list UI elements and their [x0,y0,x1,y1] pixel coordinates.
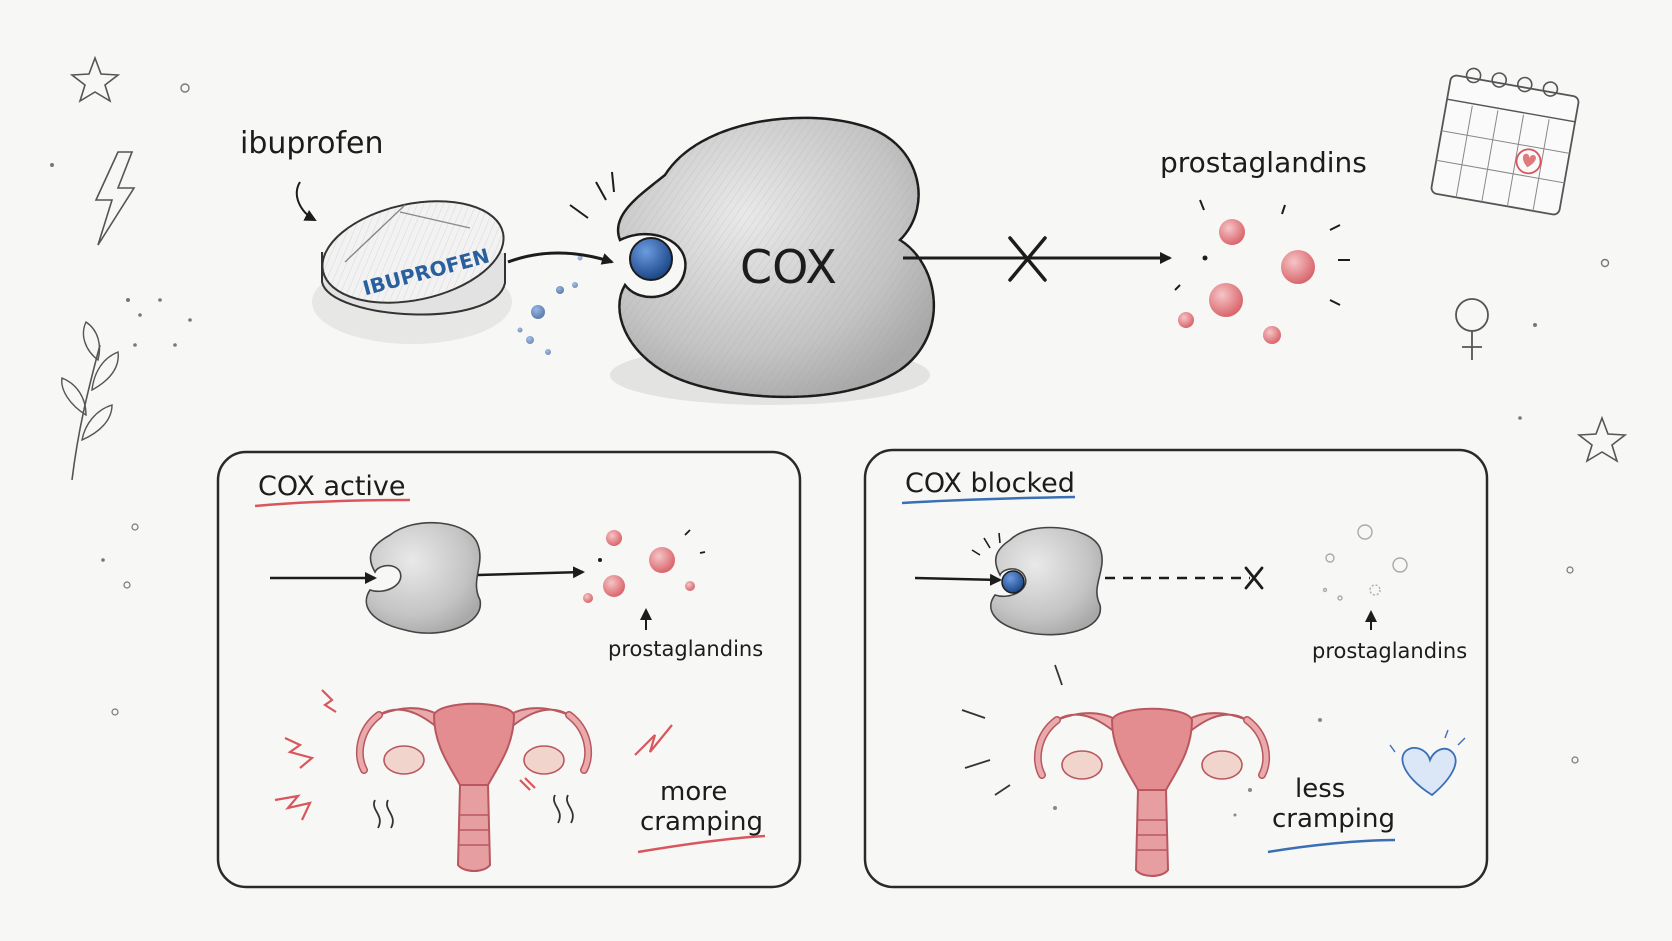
leaf-icon [61,320,119,481]
enzyme-label: COX [740,240,837,294]
panel-blocked-title: COX blocked [905,468,1075,499]
prostaglandin-cluster [1174,199,1350,344]
blocked-x-mark [1244,566,1264,590]
drug-label-arrow [295,181,317,221]
panel-cox-active: COX active prostaglandins [216,450,802,889]
panel-active-effect-underline [637,834,766,854]
blocked-input-arrow [914,573,1002,586]
decor-dots [50,83,1610,764]
panel-blocked-underline [901,495,1076,505]
ibuprofen-pill: IBUPROFEN [312,200,512,344]
panel-blocked-effect-line1: less [1295,774,1345,804]
star-icon [69,55,121,103]
panel-active-underline [254,498,411,508]
panel-cox-blocked: COX blocked prostaglandins [863,448,1489,889]
calendar-icon [1430,67,1580,216]
calm-rays [961,664,1063,796]
product-label: prostaglandins [1160,146,1367,179]
cox-blocked-enzyme [990,526,1103,636]
lightning-icon [94,151,136,246]
panel-blocked-effect-underline [1267,838,1396,854]
uterus-cramping-icon [360,704,588,871]
cox-active-enzyme [365,521,481,634]
star-icon [1576,415,1628,463]
drug-to-cox-arrow [507,251,614,265]
panel-active-effect-line1: more [660,777,727,807]
drug-label: ibuprofen [240,126,384,161]
panel-active-title: COX active [258,471,406,502]
drug-particles [517,255,583,355]
cox-enzyme: COX [569,116,935,405]
block-x-mark [1008,236,1047,282]
cramp-zigzag-icons [274,689,673,821]
blocked-dots [1053,718,1322,817]
uterus-relaxed-icon [1038,709,1266,876]
female-symbol-icon [1455,298,1489,360]
active-prostaglandin-cluster [583,529,706,603]
ibuprofen-molecule [629,237,673,281]
faded-prostaglandin-cluster [1322,524,1408,601]
pain-squiggles [373,794,574,829]
panel-active-effect-line2: cramping [640,807,763,837]
heart-icon [1389,729,1466,797]
blocked-ibuprofen-molecule [1001,570,1025,594]
active-output-arrow [477,566,585,579]
panel-blocked-product-label: prostaglandins [1312,639,1467,663]
panel-active-product-label: prostaglandins [608,637,763,661]
panel-blocked-effect-line2: cramping [1272,804,1395,834]
